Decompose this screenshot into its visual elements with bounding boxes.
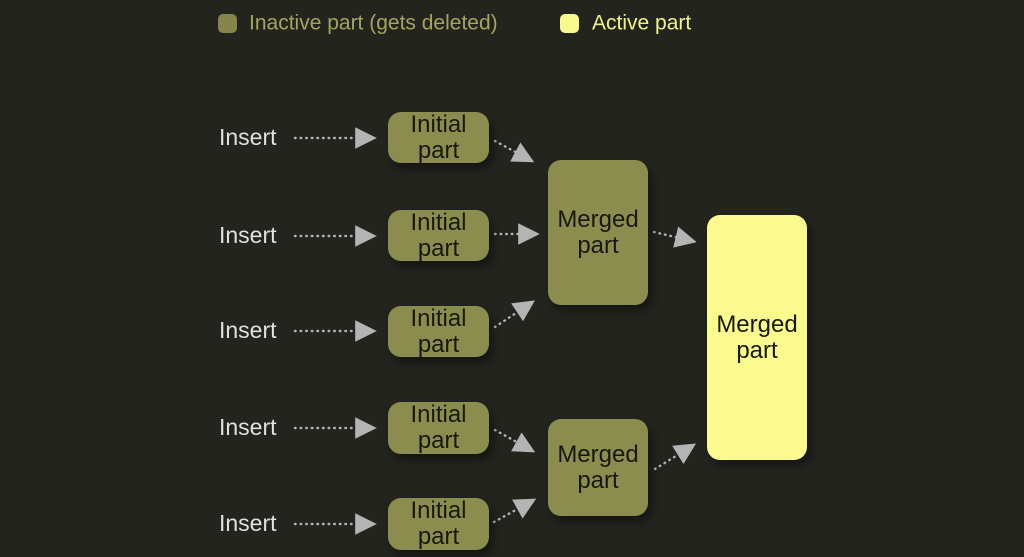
merged-part-bottom-node: Merged part — [548, 419, 648, 516]
legend-active-label: Active part — [592, 11, 692, 35]
insert-label-2: Insert — [219, 221, 277, 248]
arrow-merged-top-to-active — [652, 226, 697, 248]
arrow-initial-3-to-merged-top — [493, 300, 535, 329]
initial-part-node-2: Initial part — [388, 209, 489, 261]
initial-part-node-3: Initial part — [388, 305, 489, 357]
initial-part-node-4: Initial part — [388, 402, 489, 454]
merged-part-active-node: Merged part — [707, 215, 807, 460]
initial-part-node-5: Initial part — [388, 498, 489, 550]
insert-label-3: Insert — [219, 316, 277, 343]
arrow-initial-5-to-merged-bottom — [492, 498, 537, 524]
arrow-initial-1-to-merged-top — [493, 139, 535, 163]
arrow-merged-bottom-to-active — [653, 443, 697, 471]
merged-part-top-node: Merged part — [548, 160, 648, 305]
arrow-initial-4-to-merged-bottom — [493, 428, 536, 453]
legend-inactive-label: Inactive part (gets deleted) — [249, 11, 498, 35]
insert-label-5: Insert — [219, 509, 277, 536]
initial-part-node-1: Initial part — [388, 111, 489, 163]
insert-label-4: Insert — [219, 413, 277, 440]
legend-active-swatch-icon — [560, 14, 579, 33]
legend-inactive-swatch-icon — [218, 14, 237, 33]
insert-label-1: Insert — [219, 123, 277, 150]
